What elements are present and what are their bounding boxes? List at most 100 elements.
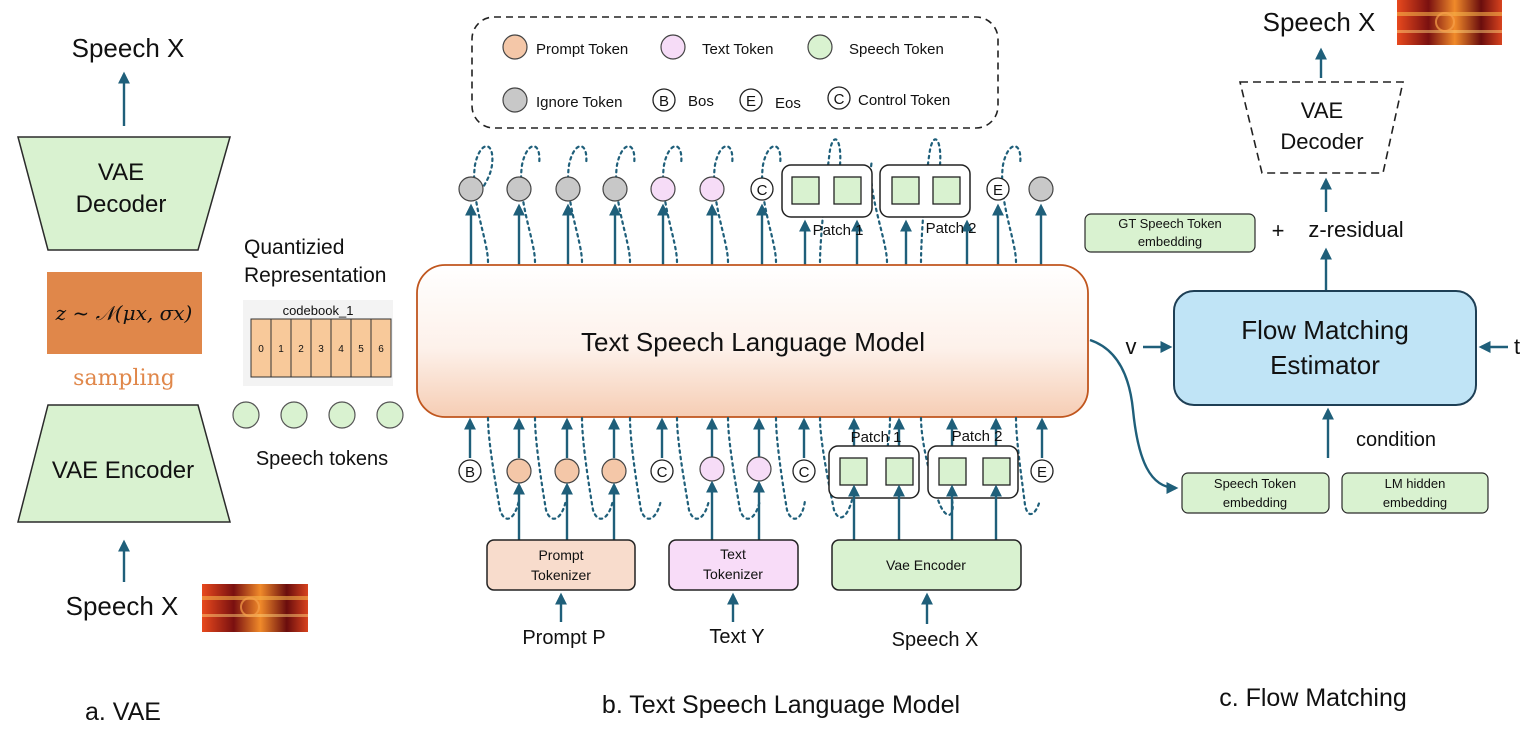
t-input-label: t (1514, 334, 1520, 359)
lm-hidden-embedding-box (1341, 472, 1489, 514)
speech-token-circle (232, 401, 260, 429)
text-tokenizer-label-line2: Tokenizer (703, 566, 763, 582)
legend-control-token: Control Token (858, 92, 950, 109)
bottom-patch-1-label: Patch 1 (851, 429, 902, 446)
text-input-label: Text Y (709, 626, 764, 648)
dotted-loop (818, 138, 842, 264)
dotted-loop (919, 416, 954, 516)
vae-decoder-label-line1: VAE (98, 159, 144, 186)
control-token (750, 177, 774, 201)
gt-embedding-label-line1: GT Speech Token (1118, 216, 1222, 231)
ignore-token (555, 176, 581, 202)
sampling-formula: z ~ 𝒩(μx, σx) (55, 301, 193, 325)
prompt-token (601, 458, 627, 484)
speech-token-circles (232, 401, 404, 429)
ignore-token (1028, 176, 1054, 202)
z-residual-label: z-residual (1308, 217, 1403, 242)
speech-token-square (791, 176, 820, 205)
quantized-label-line2: Representation (244, 264, 386, 287)
top-output-arrows (465, 203, 1047, 265)
bos-token-letter: B (465, 464, 475, 481)
codebook-cell-label: 2 (298, 344, 304, 355)
eos-token (1030, 459, 1054, 483)
control-token-letter: C (757, 182, 768, 199)
sampling-label: sampling (73, 366, 175, 391)
flow-caption: c. Flow Matching (1219, 684, 1407, 712)
speech-token-square (833, 176, 862, 205)
vae-speech-output-label: Speech X (72, 33, 185, 63)
prompt-token-swatch (502, 34, 528, 60)
control-token-letter: C (799, 464, 810, 481)
speech-token-embedding-label-line2: embedding (1223, 495, 1287, 510)
control-token (792, 459, 816, 483)
speech-input-label: Speech X (892, 629, 979, 651)
eos-token-letter: E (1037, 464, 1047, 481)
vae-encoder-block (17, 404, 231, 523)
lm-hidden-embedding-label-line1: LM hidden (1385, 476, 1446, 491)
dotted-loop (774, 416, 807, 520)
flow-matching-estimator-block (1173, 290, 1477, 406)
text-token (650, 176, 676, 202)
lm-hidden-embedding-label-line2: embedding (1383, 495, 1447, 510)
codebook-cell-label: 4 (338, 344, 344, 355)
codebook-cell-label: 1 (278, 344, 284, 355)
top-patch-1-label: Patch 1 (813, 222, 864, 239)
v-input-label: v (1126, 334, 1137, 359)
legend-speech-token: Speech Token (849, 41, 944, 58)
top-output-tokens: C E (458, 164, 1054, 218)
tokenizer-feed-lines (513, 480, 1002, 540)
estimator-label-line1: Flow Matching (1241, 315, 1409, 345)
bottom-input-arrows (464, 417, 1048, 458)
text-token (746, 456, 772, 482)
dotted-loop (628, 416, 663, 520)
speech-token-square (839, 457, 868, 486)
dotted-loop (1001, 145, 1022, 264)
eos-swatch (739, 88, 763, 112)
codebook-cell (370, 318, 392, 378)
eos-token-letter: E (993, 182, 1003, 199)
top-patch-2-label: Patch 2 (926, 220, 977, 237)
bos-token (458, 459, 482, 483)
dotted-loop (726, 416, 762, 520)
codebook-cell-label: 0 (258, 344, 264, 355)
codebook-title: codebook_1 (283, 303, 354, 318)
control-swatch (827, 86, 851, 110)
text-speech-lm-block (416, 264, 1089, 418)
speech-token-square (885, 457, 914, 486)
prompt-tokenizer-label-line1: Prompt (538, 547, 583, 563)
dotted-loop (567, 145, 588, 264)
dotted-loop (486, 416, 521, 520)
codebook-cell-label: 6 (378, 344, 384, 355)
legend-prompt-token: Prompt Token (536, 41, 628, 58)
vae-caption: a. VAE (85, 698, 161, 726)
vae-speech-input-label: Speech X (66, 591, 179, 621)
flow-panel: Speech X VAE Decoder GT Speech Token emb… (1084, 0, 1520, 712)
prompt-tokenizer-label-line2: Tokenizer (531, 567, 591, 583)
vae-encoder-box (831, 539, 1022, 591)
text-tokenizer-box (668, 539, 799, 591)
codebook-cells: 0 1 2 3 4 5 6 (250, 318, 392, 378)
eos-swatch-letter: E (746, 93, 756, 110)
ignore-token (458, 176, 484, 202)
speech-token-swatch (807, 34, 833, 60)
flow-vae-decoder-block (1238, 81, 1404, 174)
speech-token-embedding-label-line1: Speech Token (1214, 476, 1296, 491)
dotted-loop (761, 145, 782, 264)
speech-token-square (891, 176, 920, 205)
flow-decoder-label-line2: Decoder (1280, 129, 1363, 154)
gt-speech-token-embedding-box (1084, 213, 1256, 253)
text-token (699, 176, 725, 202)
plus-sign: + (1272, 218, 1285, 243)
spectrogram-image-right (1397, 0, 1502, 45)
dotted-loop (533, 416, 568, 520)
bottom-dotted-loops (486, 416, 1042, 520)
lm-to-embedding-arrow (1089, 338, 1179, 494)
speech-token-embedding-box (1181, 472, 1330, 514)
prompt-input-label: Prompt P (522, 627, 605, 649)
text-token-swatch (660, 34, 686, 60)
legend-ignore-token: Ignore Token (536, 94, 622, 111)
speech-token-circle (376, 401, 404, 429)
prompt-tokenizer-box (486, 539, 636, 591)
dotted-loop (580, 416, 615, 520)
